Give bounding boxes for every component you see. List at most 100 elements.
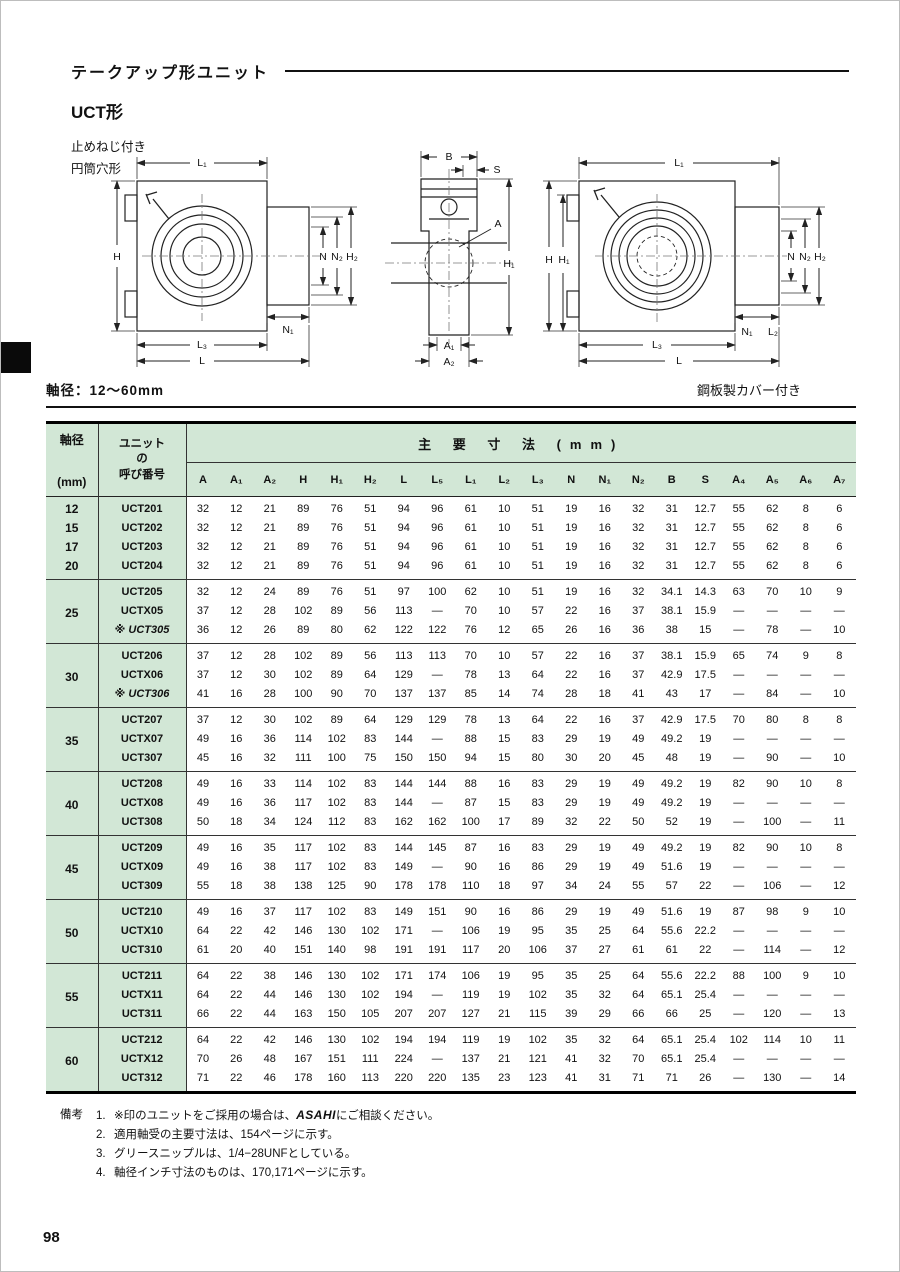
dimension-value-cell: 19: [598, 861, 611, 873]
dimension-value-cell: 194: [428, 1034, 447, 1046]
dim-label-l1: L₁: [674, 157, 684, 169]
dim-label-b: B: [445, 151, 452, 163]
dim-label-n2: N₂: [331, 251, 343, 263]
dimension-value-cell: 117: [294, 861, 313, 873]
dimension-value-cell: 10: [498, 650, 511, 662]
dimension-value-cell: 15: [498, 752, 511, 764]
dimension-value-cell: 22: [230, 970, 243, 982]
dimension-value-cell: 114: [294, 733, 313, 745]
shaft-diameter-cell: 17: [46, 538, 99, 557]
dimension-value-cell: 61: [196, 944, 210, 956]
dim-label-a: A: [494, 218, 501, 230]
dimension-value-cell: 6: [836, 541, 843, 553]
dimension-value-cell: 207: [394, 1008, 413, 1020]
dimension-value-cell: 96: [431, 522, 444, 534]
dimension-value-cell: 117: [294, 906, 313, 918]
dimension-value-cell: 122: [428, 624, 447, 636]
dimension-value-cell: 162: [428, 816, 447, 828]
dimension-value-cell: 146: [294, 1034, 313, 1046]
shaft-range-label: 軸径：12〜60mm: [46, 383, 165, 398]
dim-column-header: S: [688, 462, 722, 497]
dim-label-n: N: [787, 251, 795, 263]
cover-note-label: 鋼板製カバー付き: [696, 383, 801, 398]
dimension-value-cell: —: [833, 669, 845, 681]
unit-number-cell: ※ UCT306: [98, 685, 187, 708]
dim-label-h1: H₁: [558, 254, 570, 266]
main-content: 軸径：12〜60mm 鋼板製カバー付き 軸径 (mm) ユニット の 呼び番号 …: [46, 379, 856, 1183]
dimension-value-cell: 63: [732, 586, 745, 598]
dimension-value-cell: 21: [263, 522, 276, 534]
dimension-value-cell: 83: [531, 797, 544, 809]
dimension-value-cell: 9: [802, 906, 809, 918]
dimension-value-cell: 70: [766, 586, 779, 598]
dimension-value-cell: 83: [364, 842, 377, 854]
unit-number-cell: UCT210: [98, 899, 187, 922]
unit-number-cell: UCT211: [98, 963, 187, 986]
shaft-diameter-cell: 15: [46, 519, 99, 538]
dimension-value-cell: 114: [763, 1034, 782, 1046]
shaft-diameter-cell: 30: [46, 643, 99, 708]
dimension-value-cell: —: [766, 925, 778, 937]
dimension-value-cell: 89: [297, 541, 310, 553]
dimension-value-cell: 36: [632, 624, 645, 636]
dimension-value-cell: 32: [196, 541, 210, 553]
dimension-value-cell: —: [733, 1053, 745, 1065]
dimension-value-cell: 29: [598, 1008, 611, 1020]
dimension-value-cell: 12.7: [694, 541, 716, 553]
dimension-value-cell: —: [733, 797, 745, 809]
dimension-value-cell: 113: [361, 1072, 380, 1084]
dimension-value-cell: 49: [196, 906, 210, 918]
dimension-value-cell: 37: [196, 605, 210, 617]
dimension-value-cell: 178: [294, 1072, 313, 1084]
dimension-value-cell: 76: [330, 541, 343, 553]
dimension-value-cell: 130: [327, 1034, 346, 1046]
dimension-value-cell: 55: [732, 541, 745, 553]
range-row: 軸径：12〜60mm 鋼板製カバー付き: [46, 379, 856, 408]
dimension-value-cell: —: [800, 880, 812, 892]
dimension-value-cell: 6: [836, 560, 843, 572]
dimension-value-cell: 19: [699, 733, 712, 745]
dimension-value-cell: 16: [598, 586, 611, 598]
dim-label-n: N: [319, 251, 327, 263]
dimension-value-cell: —: [800, 733, 812, 745]
dimension-value-cell: 22: [598, 816, 611, 828]
dimension-value-cell: —: [766, 861, 778, 873]
dimension-value-cell: 70: [464, 605, 477, 617]
note-number: 4.: [96, 1166, 106, 1179]
dimension-value-cell: 16: [498, 861, 511, 873]
note-number: 1.: [96, 1110, 106, 1122]
dimension-value-cell: —: [833, 989, 845, 1001]
unit-number-cell: UCT208: [98, 771, 187, 794]
dimension-value-cell: 41: [196, 688, 210, 700]
dimension-value-cell: —: [733, 816, 745, 828]
dim-column-header: A₁: [219, 462, 253, 497]
dimension-value-cell: 19: [699, 778, 712, 790]
dimension-value-cell: 89: [297, 503, 310, 515]
dimension-value-cell: 94: [397, 560, 410, 572]
dimension-value-cell: 64: [196, 970, 210, 982]
dimension-value-cell: 38: [665, 624, 678, 636]
dimension-value-cell: 89: [330, 669, 343, 681]
dimension-value-cell: 18: [230, 880, 243, 892]
dimension-value-cell: 160: [327, 1072, 346, 1084]
dimension-value-cell: 61: [464, 560, 477, 572]
dimension-value-cell: 32: [565, 816, 578, 828]
dim-column-header: A₇: [822, 462, 856, 497]
dimension-value-cell: 102: [327, 861, 346, 873]
dimension-value-cell: 44: [263, 989, 276, 1001]
side-section-drawing: B S A H₁ A₁ A₂: [385, 151, 515, 368]
dimension-value-cell: 98: [364, 944, 377, 956]
dimension-value-cell: —: [800, 1008, 812, 1020]
dimension-value-cell: 130: [763, 1072, 782, 1084]
dimension-value-cell: —: [733, 1072, 745, 1084]
dimension-value-cell: 51: [531, 586, 544, 598]
